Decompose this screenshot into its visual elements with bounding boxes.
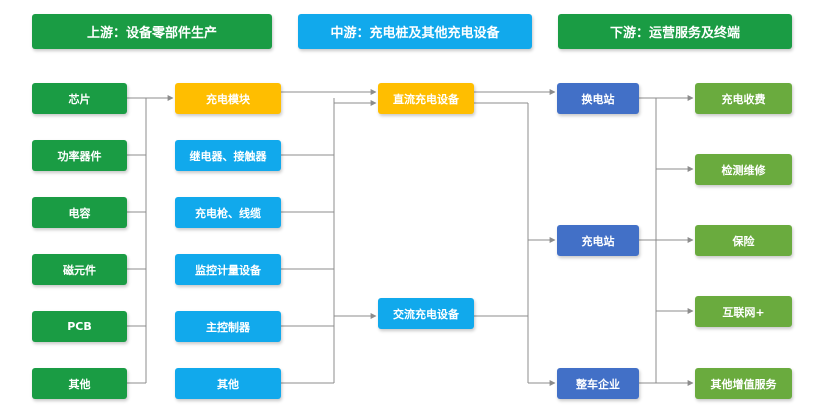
module-charging: 充电模块 bbox=[175, 83, 281, 114]
component-pcb: PCB bbox=[32, 311, 127, 342]
connector-operators-bus bbox=[639, 97, 657, 384]
module-gun-cable: 充电枪、线缆 bbox=[175, 197, 281, 228]
component-magnetic: 磁元件 bbox=[32, 254, 127, 285]
operator-swap-station: 换电站 bbox=[557, 83, 639, 114]
component-other: 其他 bbox=[32, 368, 127, 399]
header-downstream: 下游：运营服务及终端 bbox=[558, 14, 792, 49]
connector-modules-bus bbox=[281, 98, 335, 384]
header-upstream: 上游：设备零部件生产 bbox=[32, 14, 272, 49]
service-internet-plus: 互联网+ bbox=[695, 296, 792, 327]
module-relay-contactor: 继电器、接触器 bbox=[175, 140, 281, 171]
service-other-value-added: 其他增值服务 bbox=[695, 368, 792, 399]
component-chip: 芯片 bbox=[32, 83, 127, 114]
service-insurance: 保险 bbox=[695, 225, 792, 256]
module-main-controller: 主控制器 bbox=[175, 311, 281, 342]
header-midstream: 中游：充电桩及其他充电设备 bbox=[298, 14, 532, 49]
connector-components-to-module bbox=[127, 97, 147, 384]
service-charging-fee: 充电收费 bbox=[695, 83, 792, 114]
connector-equipment-bus bbox=[474, 102, 529, 383]
component-capacitor: 电容 bbox=[32, 197, 127, 228]
service-inspection-repair: 检测维修 bbox=[695, 154, 792, 185]
module-other: 其他 bbox=[175, 368, 281, 399]
module-monitoring-metering: 监控计量设备 bbox=[175, 254, 281, 285]
equipment-dc: 直流充电设备 bbox=[378, 83, 474, 114]
operator-charging-station: 充电站 bbox=[557, 225, 639, 256]
component-power-device: 功率器件 bbox=[32, 140, 127, 171]
equipment-ac: 交流充电设备 bbox=[378, 298, 474, 329]
operator-vehicle-maker: 整车企业 bbox=[557, 368, 639, 399]
